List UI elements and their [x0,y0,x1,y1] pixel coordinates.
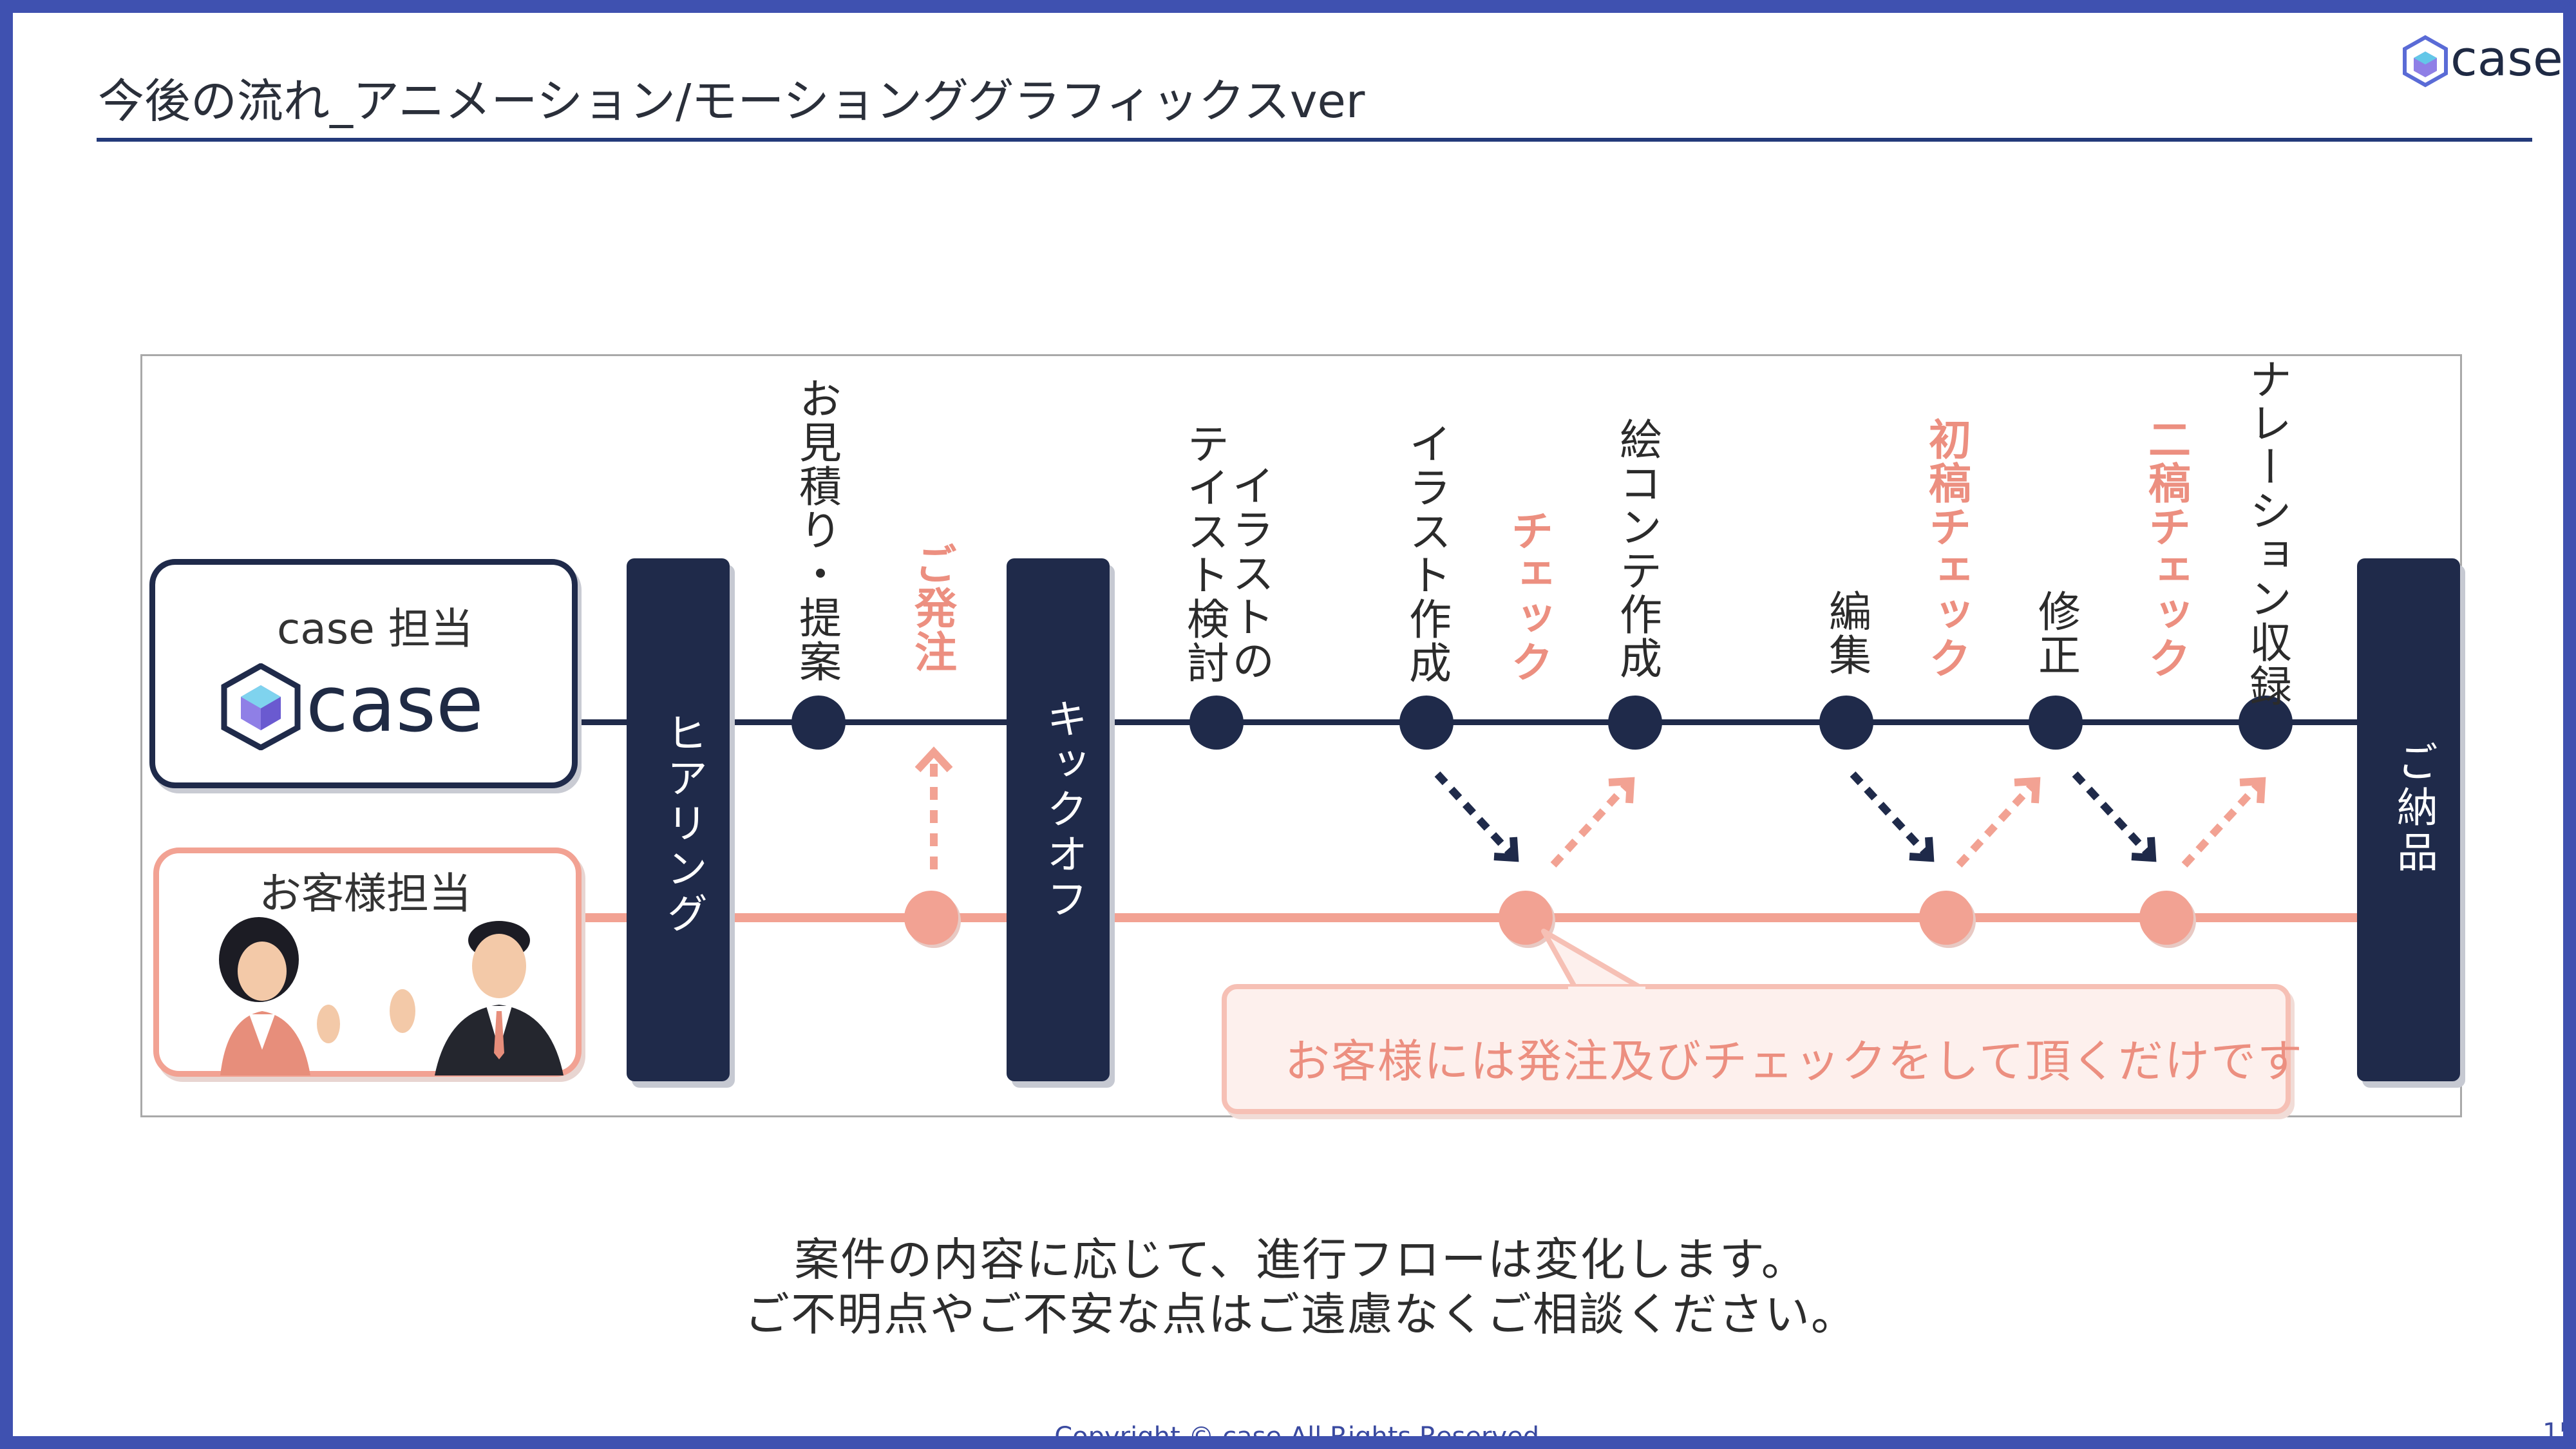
down-arrow-check-2 [1850,771,1935,862]
man-illustration [390,921,564,1075]
down-arrow-check-3 [2072,771,2157,862]
phase-bar-delivery [2357,558,2460,1081]
logo-text: case [2450,30,2563,87]
client-note-bubble [1222,984,2291,1114]
step-edit-label: 編集 [1822,589,1871,677]
order-up-arrow [914,746,953,869]
case-cube-icon [221,663,301,750]
page-title: 今後の流れ_アニメーション/モーションググラフィックスver [98,74,1365,128]
step-storyboard-label: 絵コンテ作成 [1613,417,1662,680]
copyright: Copyright © case All Rights Reserved. [1054,1422,1548,1449]
phase-kickoff-label: キックオフ [1039,697,1087,923]
step-estimate-label: お見積り・提案 [792,377,842,683]
case-logo-icon [2403,35,2448,88]
client-timeline [582,913,2362,922]
node-revise [2029,696,2083,750]
step-taste-label-line1: イラストの [1225,464,1274,683]
step-revise-label: 修正 [2031,589,2081,677]
phase-bar-kickoff [1007,558,1110,1081]
client-note-text: お客様には発注及びチェックをして頂くだけです [1285,1035,2304,1088]
step-second-check-label: 二稿チェック [2141,417,2191,680]
node-illustration [1399,696,1454,750]
title-underline [97,138,2532,142]
phase-bar-hearing [627,558,730,1081]
node-second-check [2139,891,2193,945]
node-first-check [1919,891,1973,945]
step-narration-label: ナレーション収録 [2242,357,2292,708]
step-check-label: チェック [1504,509,1553,684]
phase-delivery-label: ご納品 [2390,741,2438,876]
note-line-1: 案件の内容に応じて、進行フローは変化します。 [794,1233,1808,1286]
node-order [904,891,958,945]
node-taste [1189,696,1244,750]
node-storyboard [1608,696,1662,750]
step-first-check-label: 初稿チェック [1922,417,1971,680]
step-order-label: ご発注 [907,542,957,674]
case-role-label: case 担当 [277,604,473,654]
up-arrow-check-3 [2181,777,2266,868]
page-number: 15 [2543,1418,2575,1448]
down-arrow-check-1 [1434,771,1519,862]
node-edit [1819,696,1873,750]
bubble-tail [1541,929,1645,995]
woman-illustration [219,917,340,1075]
step-taste-label-line2: テイスト検討 [1180,422,1229,685]
node-estimate [791,696,846,750]
case-role-logo-text: case [306,660,484,750]
case-role-box [149,559,578,788]
note-line-2: ご不明点やご不安な点はご遠慮なくご相談ください。 [744,1288,1857,1341]
phase-hearing-label: ヒアリング [659,712,707,937]
client-role-label: お客様担当 [259,869,471,918]
up-arrow-check-2 [1956,777,2041,868]
up-arrow-check-1 [1550,777,1635,868]
node-narration [2239,696,2293,750]
step-illustration-label: イラスト作成 [1402,422,1452,685]
case-timeline [578,719,2362,725]
